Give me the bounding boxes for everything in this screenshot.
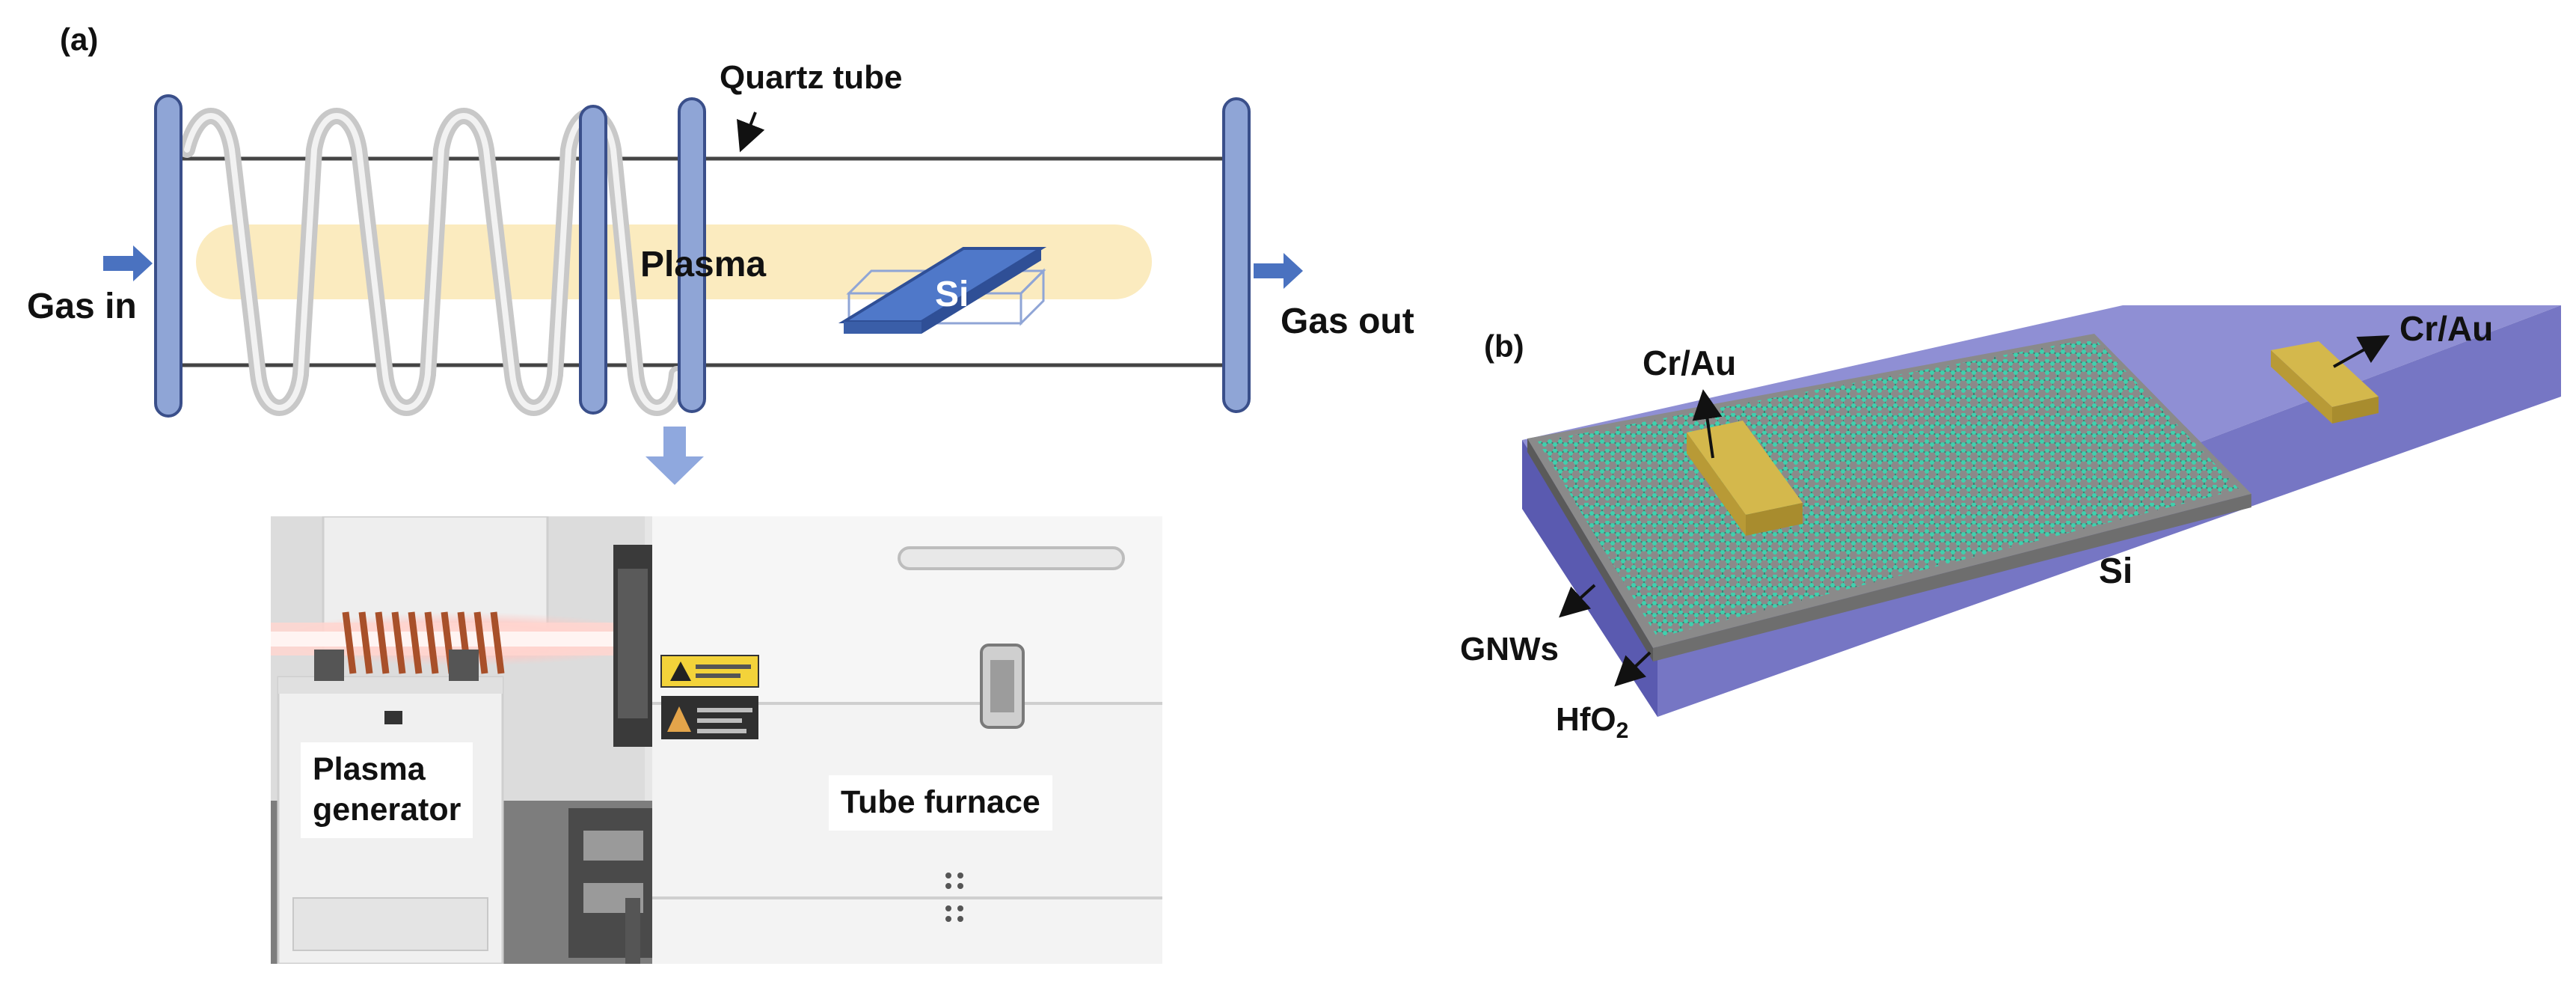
hfo2-layer-front bbox=[1653, 494, 2251, 661]
cr-au-left-label: Cr/Au bbox=[1643, 343, 1737, 382]
substrate-si-label: Si bbox=[935, 275, 969, 314]
hfo2-label: HfO2 bbox=[1556, 703, 1628, 742]
si-substrate-side bbox=[1522, 440, 1657, 717]
hfo2-subscript: 2 bbox=[1616, 718, 1629, 743]
quartz-tube-label: Quartz tube bbox=[720, 59, 903, 96]
gas-out-arrow bbox=[1254, 253, 1303, 289]
down-arrow-to-photo bbox=[645, 427, 704, 485]
quartz-tube-pointer bbox=[737, 111, 765, 153]
rf-coil-highlight bbox=[184, 113, 680, 411]
panel-a-tag: (a) bbox=[60, 22, 99, 57]
flange-2 bbox=[579, 105, 607, 415]
gas-out-label: Gas out bbox=[1281, 302, 1414, 341]
gas-in-arrow bbox=[103, 245, 153, 281]
copper-coil-photo bbox=[342, 611, 505, 674]
gnws-label: GNWs bbox=[1460, 631, 1559, 667]
panel-a-schematic bbox=[103, 94, 1303, 485]
panel-b-tag: (b) bbox=[1484, 329, 1524, 364]
plasma-generator-label: Plasma generator bbox=[301, 742, 473, 838]
flange-4 bbox=[1222, 97, 1251, 413]
arrow-gnws bbox=[1559, 584, 1596, 618]
tube-furnace-label: Tube furnace bbox=[829, 775, 1052, 831]
cr-au-right-label: Cr/Au bbox=[2399, 309, 2494, 348]
arrow-cr-au-left bbox=[1692, 389, 1723, 459]
gas-in-label: Gas in bbox=[27, 287, 137, 326]
panel-b-device bbox=[1522, 305, 2561, 717]
arrow-hfo2 bbox=[1614, 651, 1652, 687]
equipment-photo bbox=[271, 516, 1162, 964]
electrode-left bbox=[1687, 421, 1803, 536]
plasma-generator-label-line2: generator bbox=[313, 791, 461, 828]
plasma-generator-label-line1: Plasma bbox=[313, 751, 426, 787]
arrow-cr-au-right bbox=[2333, 335, 2390, 368]
flange-1 bbox=[154, 94, 183, 418]
hfo2-layer-side bbox=[1527, 439, 1653, 661]
electrode-right bbox=[2271, 341, 2379, 424]
flange-3 bbox=[678, 97, 706, 413]
hfo2-label-text: HfO bbox=[1556, 701, 1616, 738]
si-substrate bbox=[838, 247, 1047, 334]
si-substrate-label: Si bbox=[2099, 551, 2133, 591]
plasma-label: Plasma bbox=[640, 245, 767, 284]
